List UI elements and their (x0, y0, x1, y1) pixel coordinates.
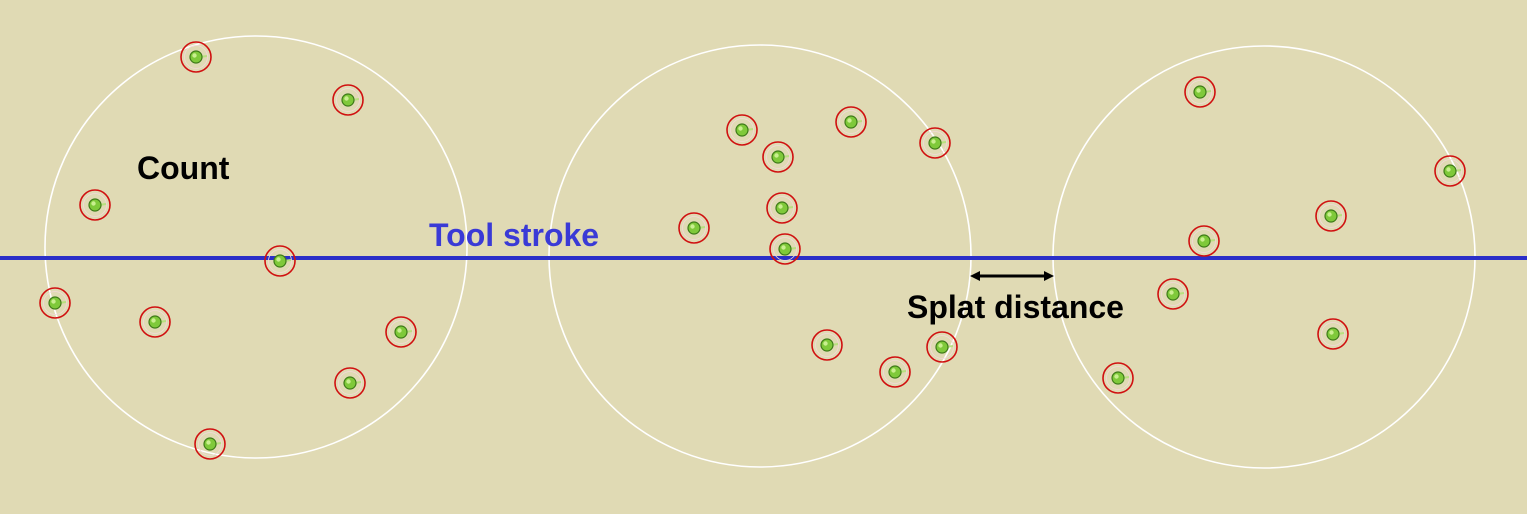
splat-point (766, 192, 798, 224)
splat-2-points (678, 106, 958, 388)
splat-point (385, 316, 417, 348)
splat-point (919, 127, 951, 159)
splat-point (1157, 278, 1189, 310)
splat-point (1315, 200, 1347, 232)
splat-point (811, 329, 843, 361)
splat-point (332, 84, 364, 116)
splat-point (1188, 225, 1220, 257)
tool-stroke-label: Tool stroke (429, 217, 600, 253)
splat-point (1102, 362, 1134, 394)
splat-point (1434, 155, 1466, 187)
splat-point (139, 306, 171, 338)
splat-point (926, 331, 958, 363)
count-label: Count (137, 150, 230, 186)
splat-circle-1 (44, 35, 468, 459)
splat-point (194, 428, 226, 460)
splat-point (79, 189, 111, 221)
splat-point (762, 141, 794, 173)
splat-point (835, 106, 867, 138)
splat-point (678, 212, 710, 244)
splat-point (264, 245, 296, 277)
splat-3-points (1102, 76, 1466, 394)
splat-point (180, 41, 212, 73)
splat-point (1184, 76, 1216, 108)
splat-point (726, 114, 758, 146)
splat-point (334, 367, 366, 399)
splat-distance-label: Splat distance (907, 289, 1124, 325)
splat-point (879, 356, 911, 388)
splat-point (1317, 318, 1349, 350)
splat-1-points (39, 41, 417, 460)
